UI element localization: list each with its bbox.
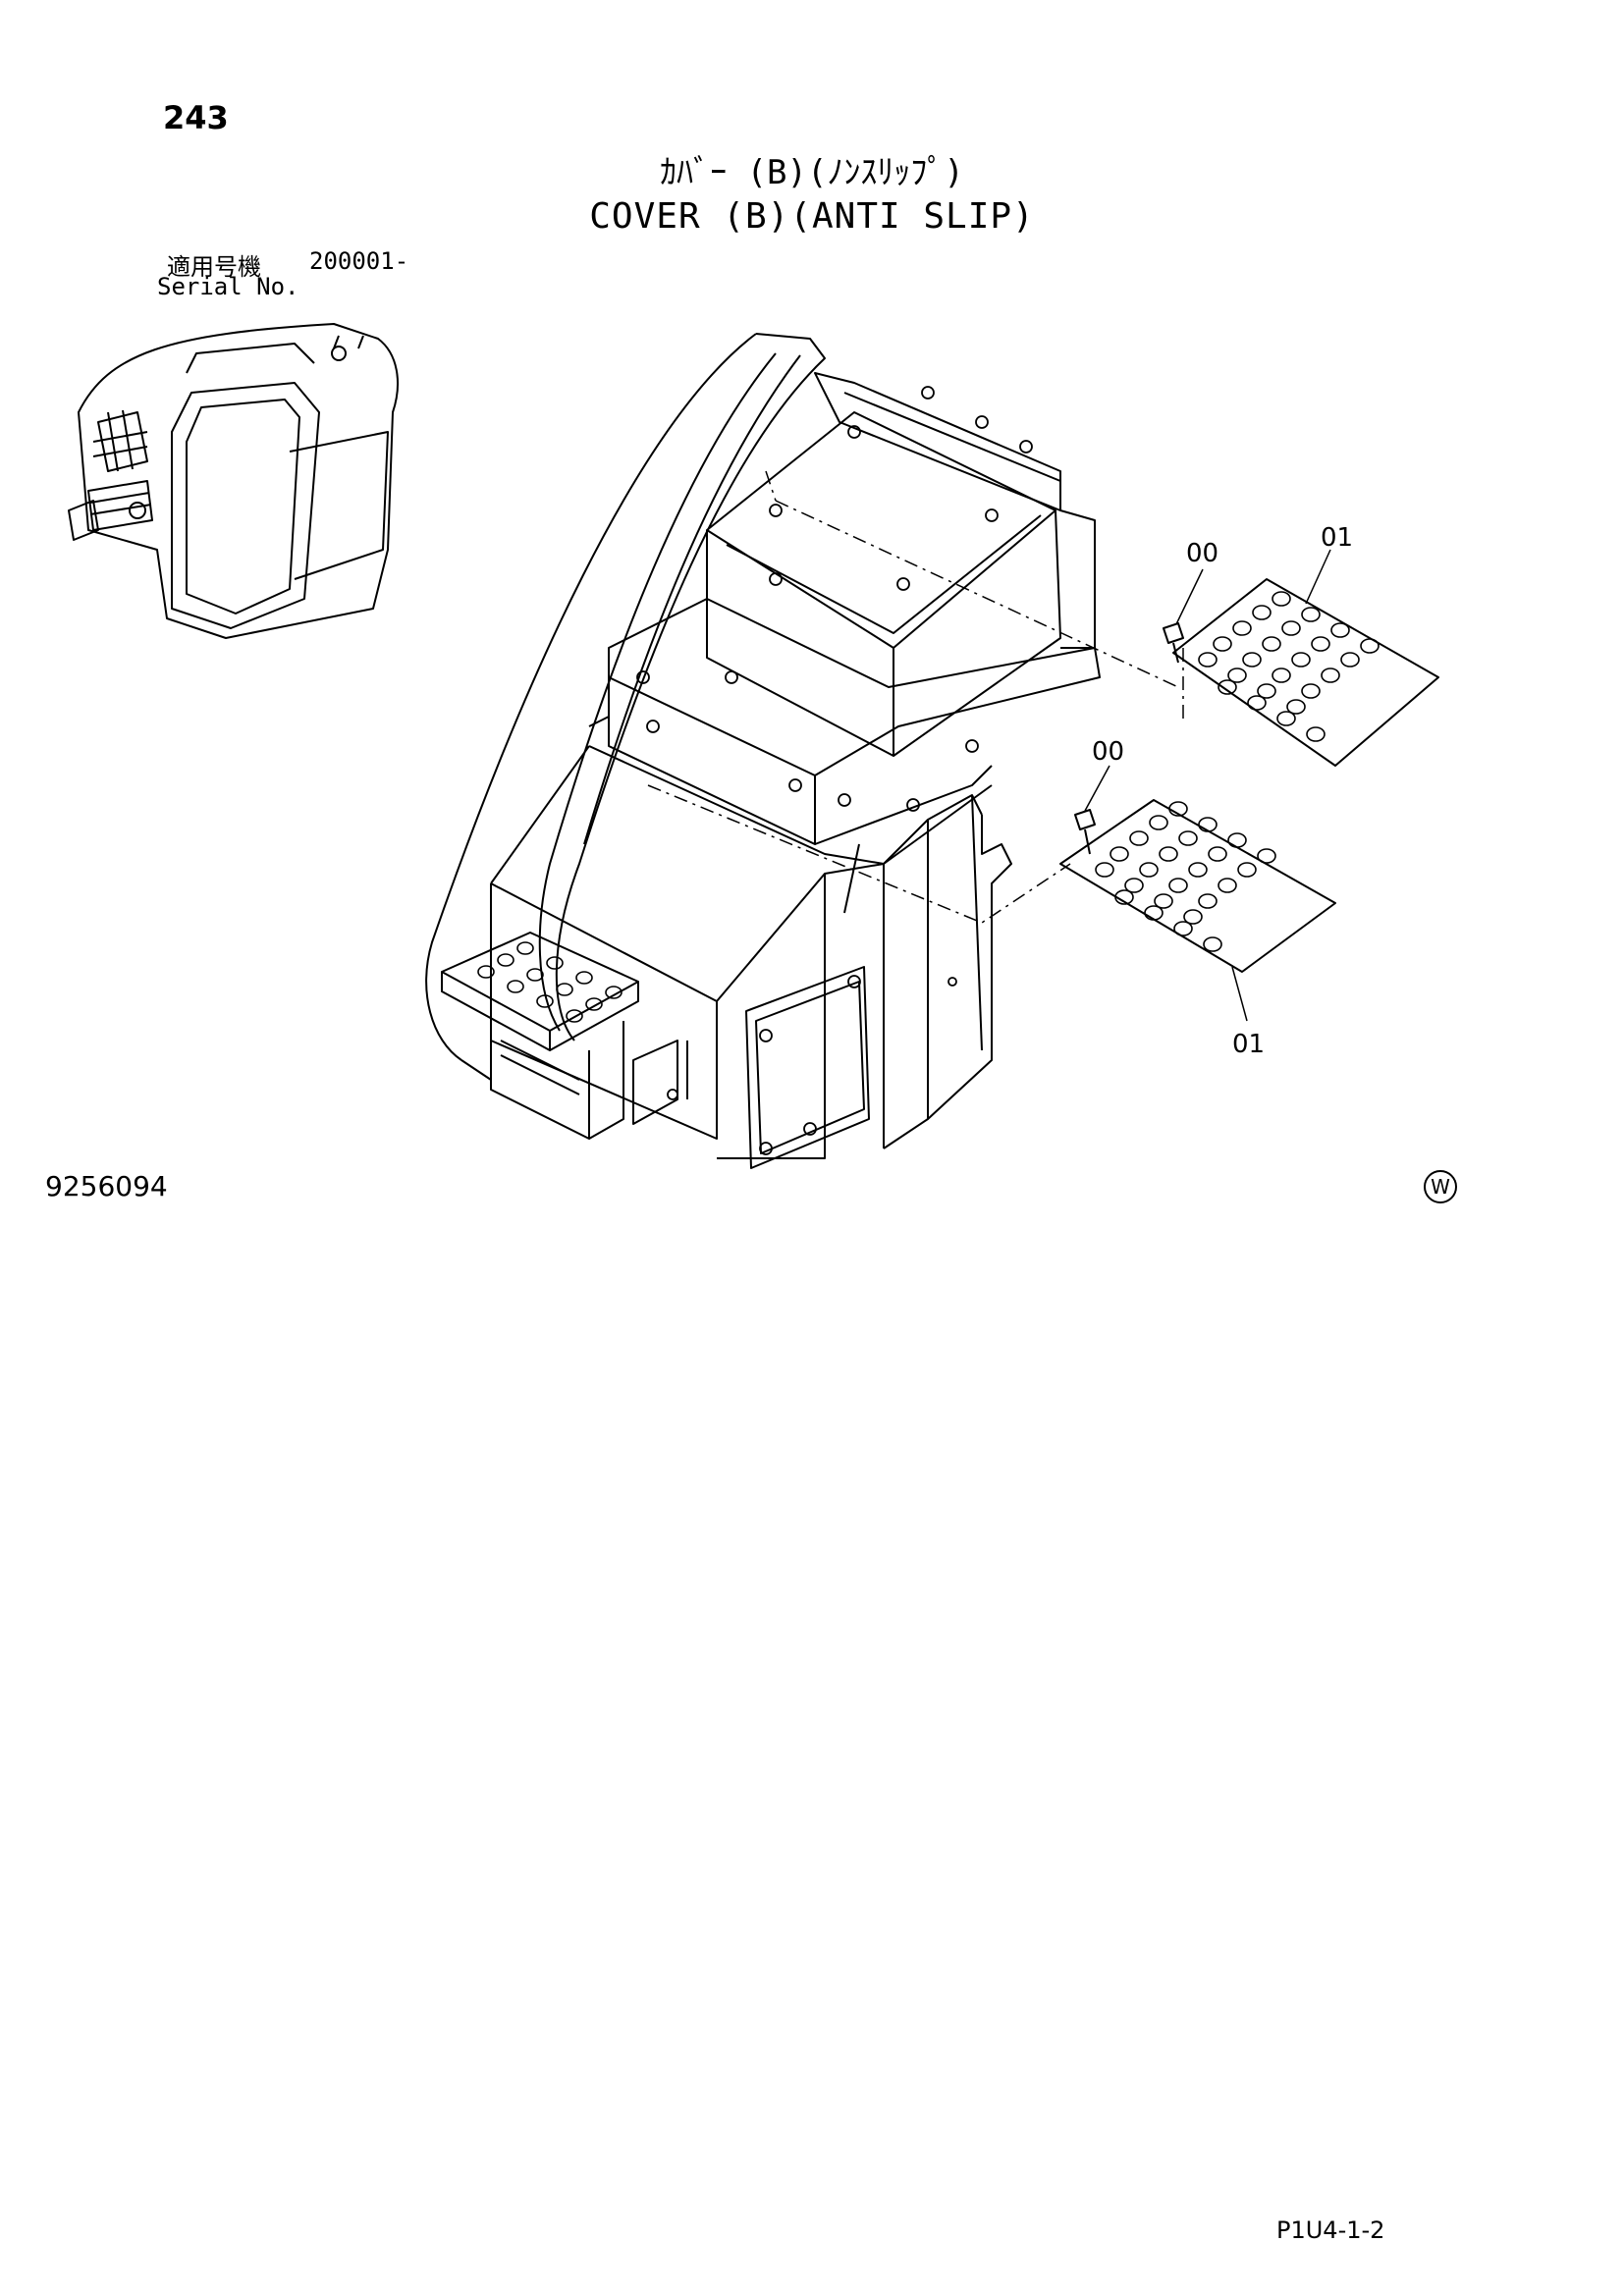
serial-range: 200001- <box>309 247 409 275</box>
lower-plate-holes <box>1095 801 1276 952</box>
upper-box <box>706 372 1096 757</box>
mounting-bolts <box>636 386 1033 1155</box>
cab-fender <box>425 333 826 1081</box>
anti-slip-plate-lower <box>1059 799 1336 973</box>
serial-label-japanese: 適用号機 <box>167 253 261 281</box>
page-code: P1U4-1-2 <box>1276 2216 1385 2244</box>
callout-bolt-upper: 00 <box>1186 539 1218 568</box>
bolt-lower <box>1074 809 1096 855</box>
callout-leaders <box>1084 549 1331 1022</box>
callout-plate-upper: 01 <box>1321 523 1353 553</box>
lower-body <box>490 598 1101 1169</box>
w-mark: W <box>1424 1170 1457 1203</box>
assembly-lines <box>647 470 1184 924</box>
drawing-number: 9256094 <box>45 1170 168 1202</box>
callout-bolt-lower: 00 <box>1092 737 1124 767</box>
bolt-upper <box>1163 622 1184 664</box>
title-english: COVER (B)(ANTI SLIP) <box>589 196 1035 237</box>
upper-plate-holes <box>1198 591 1380 742</box>
title-japanese: ｶﾊﾞｰ (B)(ﾉﾝｽﾘｯﾌﾟ) <box>660 153 964 192</box>
anti-slip-plate-upper <box>1172 578 1439 767</box>
step-pad-holes <box>477 941 623 1023</box>
callout-plate-lower: 01 <box>1232 1030 1265 1059</box>
serial-label-english: Serial No. <box>157 273 299 300</box>
step-assembly <box>441 932 678 1140</box>
page-number: 243 <box>163 99 229 136</box>
machine-thumbnail <box>68 323 399 639</box>
